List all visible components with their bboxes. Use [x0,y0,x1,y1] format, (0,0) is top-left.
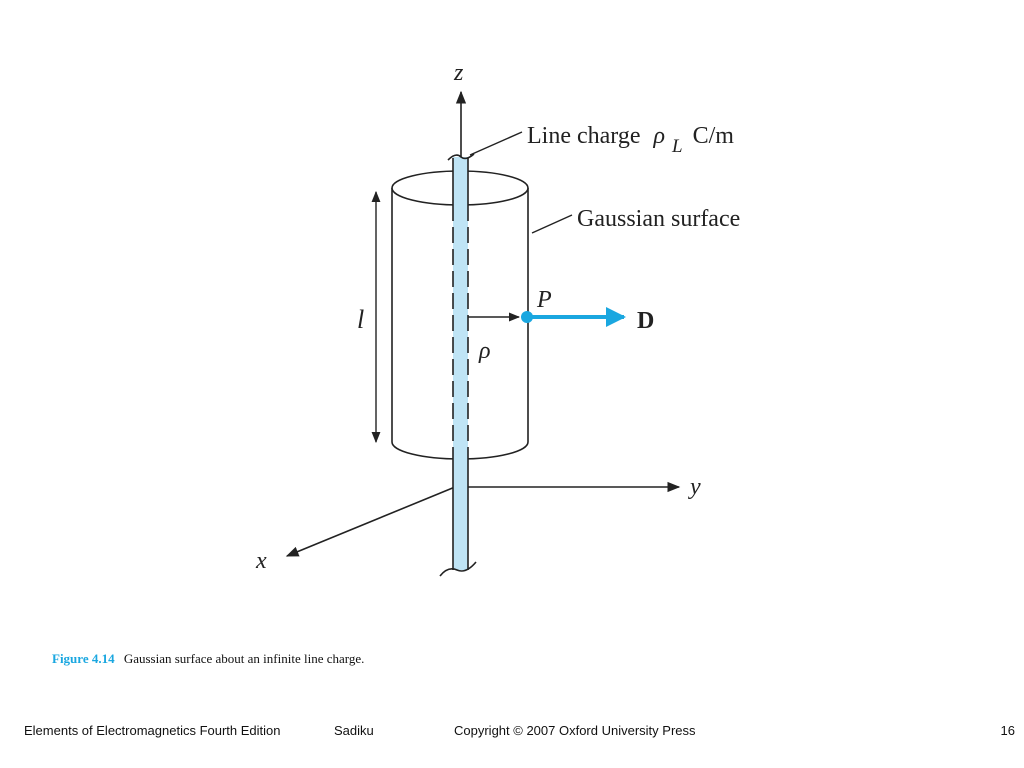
gaussian-surface-leader [531,214,573,234]
radius-label: ρ [478,338,491,364]
line-charge-label: Line charge ρ L C/m [527,123,734,158]
point-p [521,311,533,323]
line-charge-leader [469,131,523,156]
field-label: D [637,308,654,334]
point-p-label: P [536,287,552,313]
figure-number: Figure 4.14 [52,651,115,666]
footer-page-number: 16 [1000,723,1015,738]
x-axis-label: x [255,548,267,574]
y-axis-label: y [688,474,701,500]
footer-book-title: Elements of Electromagnetics Fourth Edit… [24,723,281,738]
figure-caption: Figure 4.14 Gaussian surface about an in… [52,651,364,667]
figure-caption-text: Gaussian surface about an infinite line … [123,651,365,666]
footer-author: Sadiku [334,723,374,738]
gaussian-surface-label: Gaussian surface [577,206,740,232]
length-label: l [357,305,364,334]
line-charge-rod [439,153,477,577]
x-axis [285,486,456,557]
z-axis-label: z [453,60,464,86]
footer-copyright: Copyright © 2007 Oxford University Press [454,723,696,738]
